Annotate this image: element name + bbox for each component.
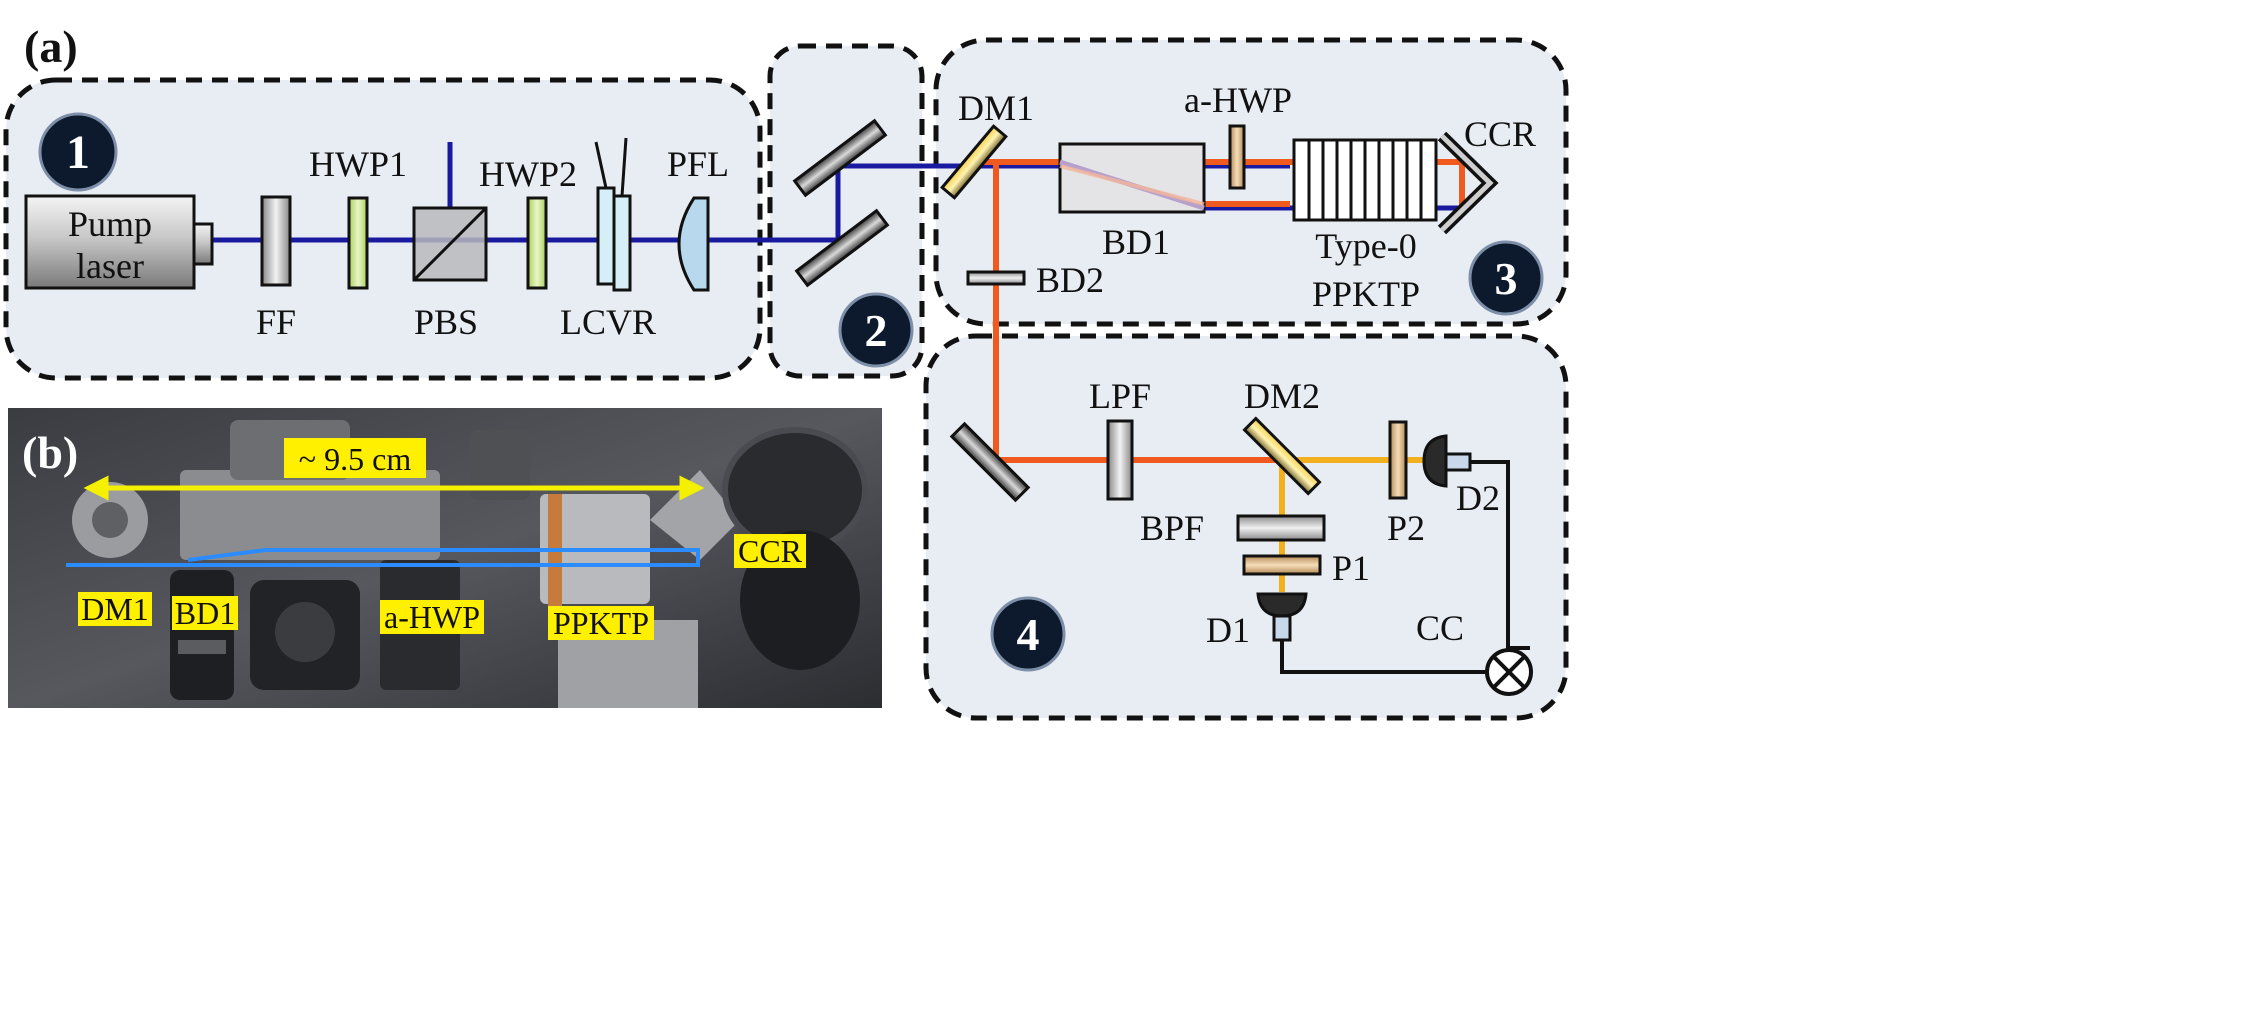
badge-1: 1: [38, 112, 118, 192]
photo-tag-ccr: CCR: [738, 533, 803, 569]
type0-label: Type-0: [1315, 226, 1416, 266]
pfl-label: PFL: [667, 144, 729, 184]
hwp2-label: HWP2: [479, 154, 577, 194]
bpf-label: BPF: [1140, 508, 1204, 548]
ccr-retroreflector: [1437, 131, 1499, 235]
mirror-2-upper: [792, 118, 888, 198]
photo-tag-ppktp-bg: [548, 606, 654, 640]
a-hwp-plate: [1228, 124, 1246, 190]
panel-label-b: (b): [22, 427, 78, 478]
photo-tag-bd1: BD1: [175, 595, 235, 631]
scale-label-bg: [284, 438, 426, 478]
ppktp-label: PPKTP: [1312, 274, 1420, 314]
ccr-label: CCR: [1464, 114, 1536, 154]
svg-text:3: 3: [1495, 253, 1518, 304]
dm2-label: DM2: [1244, 376, 1320, 416]
badge-4: 4: [990, 596, 1066, 672]
coincidence-counter: [1485, 648, 1533, 696]
bpf-filter: [1236, 514, 1326, 542]
photo-tag-ppktp: PPKTP: [553, 605, 649, 641]
section-box-1: [3, 77, 763, 381]
pump-laser: [24, 194, 214, 290]
bd2-label: BD2: [1036, 260, 1104, 300]
hwp2-plate: [526, 196, 548, 290]
scale-label: ~ 9.5 cm: [299, 441, 412, 477]
photo-tag-a-hwp-bg: [380, 600, 484, 634]
pump-laser-label-2: laser: [76, 246, 144, 286]
p1-polarizer: [1242, 554, 1322, 576]
pbs-cube: [412, 206, 488, 282]
photo-tag-ccr-bg: [734, 534, 806, 568]
mirror-4: [949, 421, 1031, 503]
lcvr-label: LCVR: [560, 302, 656, 342]
photo-tag-dm1: DM1: [81, 591, 149, 627]
dm2-mirror: [1242, 416, 1322, 496]
lcvr-cell: [594, 137, 632, 292]
p2-polarizer: [1388, 420, 1408, 500]
pfl-lens: [677, 196, 710, 292]
svg-text:1: 1: [66, 126, 90, 179]
coincidence-wiring: [1280, 460, 1530, 674]
bd1-label: BD1: [1102, 222, 1170, 262]
dm1-mirror: [940, 124, 1008, 200]
a-hwp-label: a-HWP: [1184, 80, 1292, 120]
p1-label: P1: [1332, 548, 1370, 588]
pbs-label: PBS: [414, 302, 478, 342]
section-box-3: [933, 37, 1569, 327]
photo-tag-bd1-bg: [172, 596, 238, 630]
svg-text:4: 4: [1017, 609, 1040, 660]
hwp1-plate: [347, 196, 369, 290]
badge-3: 3: [1468, 240, 1544, 316]
bd2-plate: [966, 270, 1026, 286]
badge-2: 2: [838, 292, 914, 368]
photo-tag-dm1-bg: [78, 592, 152, 626]
d2-detector: [1422, 434, 1472, 488]
panel-label-a: (a): [24, 21, 78, 72]
d1-label: D1: [1206, 610, 1250, 650]
bd1-crystal: [1058, 142, 1206, 214]
lpf-label: LPF: [1089, 376, 1151, 416]
ff-label: FF: [256, 302, 296, 342]
pump-laser-label-1: Pump: [68, 204, 152, 244]
d1-detector: [1256, 592, 1308, 642]
ppktp-crystal: [1292, 138, 1438, 222]
d2-label: D2: [1456, 478, 1500, 518]
ff-filter: [260, 195, 292, 287]
svg-text:2: 2: [865, 305, 888, 356]
lpf-filter: [1106, 419, 1134, 501]
mirror-2-lower: [794, 208, 890, 288]
photo-tag-a-hwp: a-HWP: [384, 599, 480, 635]
hwp1-label: HWP1: [309, 144, 407, 184]
photo-beam-path: [66, 548, 700, 567]
dm1-label: DM1: [958, 88, 1034, 128]
p2-label: P2: [1387, 508, 1425, 548]
cc-label: CC: [1416, 608, 1464, 648]
